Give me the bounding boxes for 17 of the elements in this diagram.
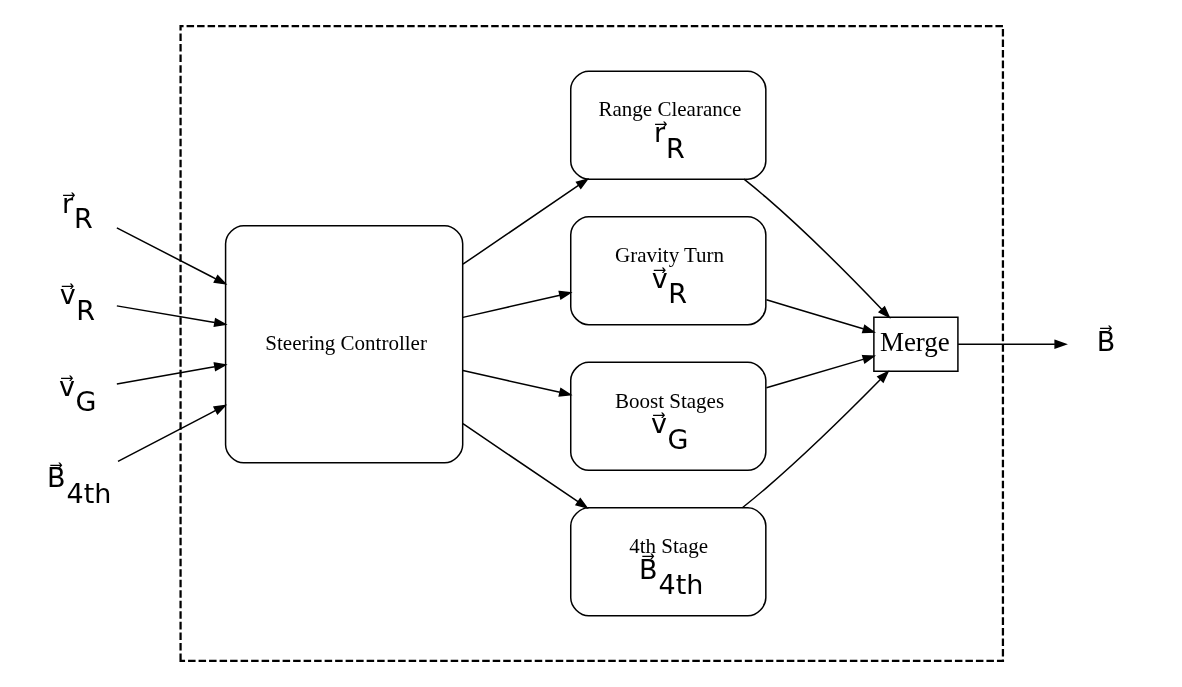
arrow <box>116 305 228 328</box>
arrow <box>765 299 876 334</box>
cluster <box>179 25 1005 662</box>
node-box: Merge <box>873 316 959 372</box>
arrow <box>116 227 228 285</box>
arrow <box>957 339 1068 349</box>
arrow <box>462 423 589 509</box>
arrow <box>765 354 876 389</box>
arrow <box>743 178 891 319</box>
arrow <box>117 404 228 463</box>
arrow <box>462 290 573 319</box>
node-box: Steering Controller <box>224 224 464 464</box>
arrow <box>741 370 890 509</box>
arrow <box>462 369 573 397</box>
arrow <box>116 362 228 385</box>
node-text: B⃗ <box>1096 325 1116 357</box>
arrow <box>462 178 590 265</box>
